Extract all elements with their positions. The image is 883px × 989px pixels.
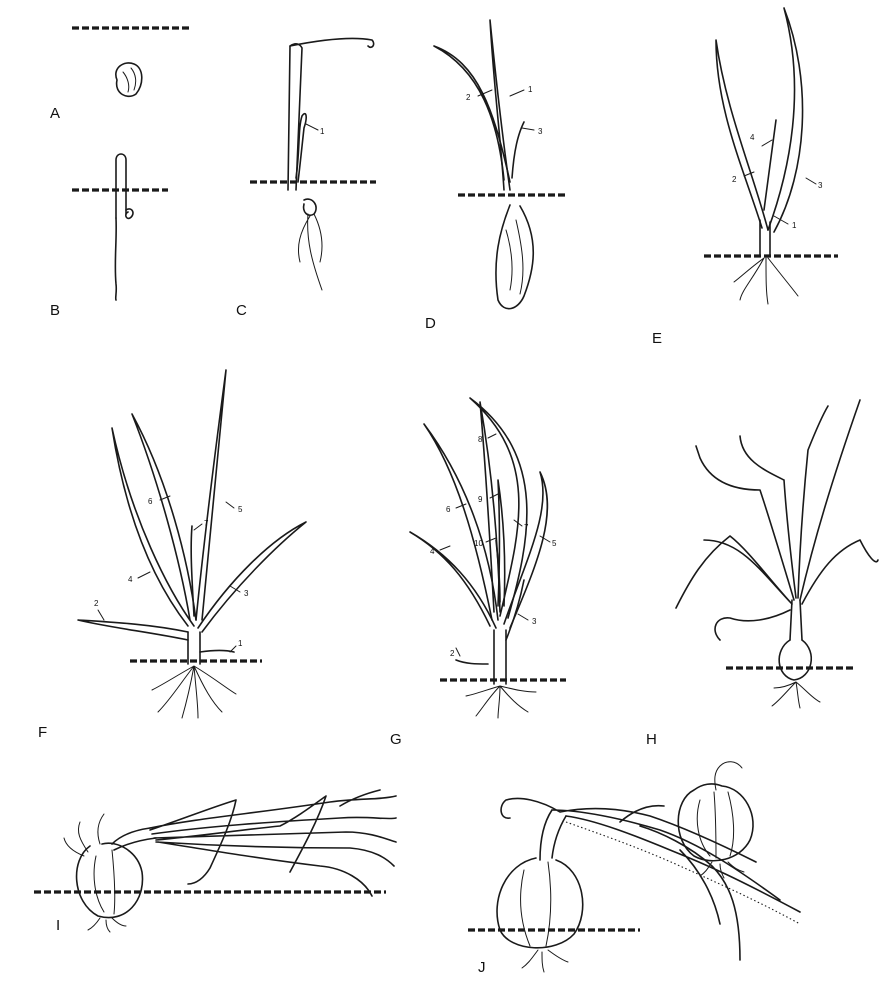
- leaf: [800, 400, 860, 600]
- panel-a: A: [50, 28, 190, 122]
- bulb: [497, 858, 583, 948]
- panel-g: 8 6 9 7 10 5 4 3 2 G: [390, 398, 566, 748]
- panel-d: 2 1 3 D: [425, 20, 566, 332]
- leaf-7: [191, 526, 194, 616]
- roots: [88, 918, 126, 932]
- stem: [494, 630, 506, 684]
- primary-root: [115, 218, 116, 300]
- leaves: [150, 790, 396, 896]
- leaf-number: 6: [148, 497, 153, 506]
- leaf-number: 2: [732, 175, 737, 184]
- stem: [188, 632, 200, 664]
- leaf-number: 3: [538, 127, 543, 136]
- panel-label-a: A: [50, 105, 60, 122]
- roots: [298, 214, 322, 290]
- leaf-number: 3: [818, 181, 823, 190]
- panel-h: H: [646, 400, 878, 748]
- leaf-number: 4: [128, 575, 133, 584]
- leaf-2: [456, 660, 488, 664]
- cotyledon-hook: [116, 154, 126, 218]
- bulb: [779, 640, 811, 680]
- leaf-number: 10: [474, 539, 483, 548]
- roots: [734, 258, 798, 304]
- panel-label-g: G: [390, 731, 402, 748]
- panel-label-b: B: [50, 302, 60, 319]
- panel-i: I: [34, 790, 396, 934]
- leaf-number: 1: [528, 85, 533, 94]
- neck: [540, 810, 566, 860]
- leaf-3: [768, 8, 803, 232]
- leaf-number: 3: [244, 589, 249, 598]
- panel-e: 4 2 3 1 E: [652, 8, 838, 347]
- leaf-1: [200, 651, 234, 653]
- leaf-2: [434, 46, 510, 182]
- leaf-number: 1: [320, 127, 325, 136]
- leaf-number: 9: [478, 495, 483, 504]
- roots: [152, 666, 236, 718]
- panel-b: B: [50, 154, 168, 319]
- leaf: [696, 446, 794, 600]
- neck: [112, 828, 156, 850]
- panel-j: J: [468, 762, 800, 976]
- leaf-number: 2: [466, 93, 471, 102]
- leaf-number: 7: [524, 523, 529, 532]
- leaf-6: [424, 424, 498, 620]
- panel-f: 6 5 7 4 3 2 1 F: [38, 370, 306, 741]
- leaf: [715, 610, 790, 640]
- seed-coat-roots: [304, 199, 316, 215]
- leaf-number: 5: [552, 539, 557, 548]
- leaf-3: [512, 122, 524, 178]
- neck: [790, 600, 802, 640]
- leaf-2: [78, 620, 188, 640]
- leaf-number: 1: [792, 221, 797, 230]
- roots: [466, 686, 536, 718]
- leaf-number: 7: [204, 519, 209, 528]
- bulb: [77, 843, 143, 917]
- leaf: [676, 536, 792, 608]
- seed: [116, 63, 142, 96]
- leaf-4: [764, 120, 776, 210]
- leaf-number: 4: [750, 133, 755, 142]
- panel-label-h: H: [646, 731, 657, 748]
- cotyledon: [490, 20, 510, 190]
- panel-c: 1 C: [236, 38, 376, 319]
- leaf-number: 5: [238, 505, 243, 514]
- leaf-2: [716, 40, 768, 230]
- leaf-number: 1: [238, 639, 243, 648]
- leaf-number: 4: [430, 547, 435, 556]
- panel-label-f: F: [38, 724, 47, 741]
- panel-label-d: D: [425, 315, 436, 332]
- panel-label-e: E: [652, 330, 662, 347]
- leaf-number: 6: [446, 505, 451, 514]
- roots: [522, 950, 568, 972]
- leaf-number: 2: [450, 649, 455, 658]
- leaf-3: [198, 522, 306, 632]
- leaf-number: 2: [94, 599, 99, 608]
- root-mass: [496, 205, 533, 309]
- leaf-number: 3: [532, 617, 537, 626]
- roots: [772, 682, 820, 708]
- leaf-number: 8: [478, 435, 483, 444]
- panel-label-c: C: [236, 302, 247, 319]
- leaf-5: [196, 370, 226, 620]
- panel-label-j: J: [478, 959, 486, 976]
- panel-label-i: I: [56, 917, 60, 934]
